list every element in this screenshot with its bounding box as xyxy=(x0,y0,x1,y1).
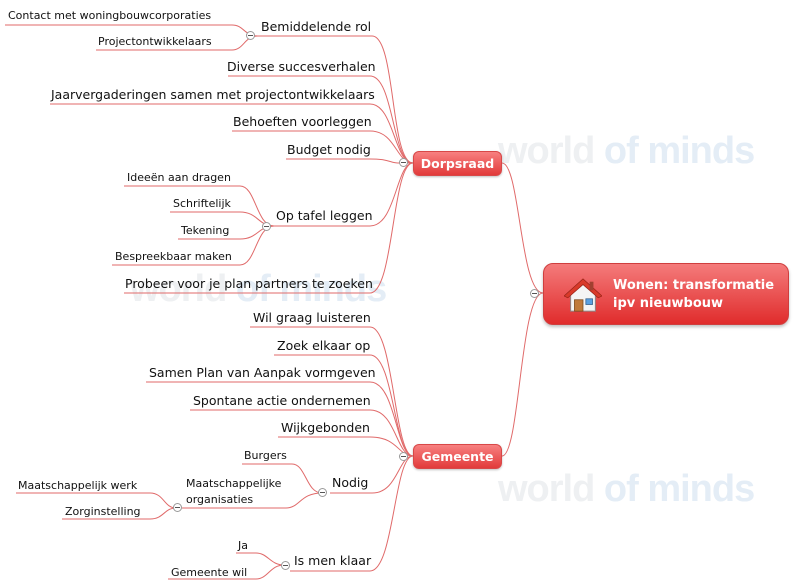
collapse-toggle[interactable] xyxy=(399,158,408,167)
subtopic[interactable]: Samen Plan van Aanpak vormgeven xyxy=(149,365,376,380)
subtopic[interactable]: Nodig xyxy=(332,475,369,490)
subtopic[interactable]: Wijkgebonden xyxy=(281,420,370,435)
subtopic[interactable]: Budget nodig xyxy=(287,142,371,157)
leaf-topic[interactable]: Schriftelijk xyxy=(173,197,231,210)
branch-gemeente[interactable]: Gemeente xyxy=(413,444,502,469)
subtopic[interactable]: Is men klaar xyxy=(294,553,372,568)
subtopic[interactable]: Zoek elkaar op xyxy=(277,338,371,353)
branch-label: Gemeente xyxy=(421,449,494,464)
collapse-toggle[interactable] xyxy=(173,503,182,512)
leaf-topic[interactable]: Gemeente wil xyxy=(171,566,248,579)
collapse-toggle[interactable] xyxy=(530,289,539,298)
branch-label: Dorpsraad xyxy=(420,156,495,171)
collapse-toggle[interactable] xyxy=(318,488,327,497)
watermark-text: world of minds xyxy=(498,468,755,510)
subtopic[interactable]: Behoeften voorleggen xyxy=(233,114,372,129)
leaf-topic[interactable]: Projectontwikkelaars xyxy=(98,35,212,48)
leaf-topic[interactable]: Burgers xyxy=(244,449,287,462)
watermark-text: world of minds xyxy=(130,268,387,310)
branch-dorpsraad[interactable]: Dorpsraad xyxy=(413,151,502,176)
subtopic[interactable]: Jaarvergaderingen samen met projectontwi… xyxy=(51,87,375,102)
leaf-topic[interactable]: Maatschappelijk werk xyxy=(18,479,138,492)
leaf-topic[interactable]: Zorginstelling xyxy=(65,505,141,518)
subtopic[interactable]: Op tafel leggen xyxy=(276,208,373,223)
leaf-topic[interactable]: Bespreekbaar maken xyxy=(115,250,232,263)
leaf-topic[interactable]: Tekening xyxy=(181,224,230,237)
house-icon xyxy=(563,276,603,314)
central-topic-title: Wonen: transformatie ipv nieuwbouw xyxy=(613,278,775,312)
subtopic[interactable]: Probeer voor je plan partners te zoeken xyxy=(125,276,373,291)
subtopic[interactable]: Spontane actie ondernemen xyxy=(193,393,371,408)
subtopic[interactable]: Diverse succesverhalen xyxy=(227,59,376,74)
subtopic[interactable]: Wil graag luisteren xyxy=(253,310,371,325)
leaf-topic[interactable]: Ideeën aan dragen xyxy=(127,171,231,184)
central-topic[interactable]: Wonen: transformatie ipv nieuwbouw xyxy=(543,263,789,325)
subtopic[interactable]: Bemiddelende rol xyxy=(261,19,372,34)
leaf-topic[interactable]: Ja xyxy=(238,539,248,552)
collapse-toggle[interactable] xyxy=(281,561,290,570)
collapse-toggle[interactable] xyxy=(246,31,255,40)
subtopic-multiline[interactable]: Maatschappelijke organisaties xyxy=(186,477,282,506)
watermark-text: world of minds xyxy=(498,130,755,172)
collapse-toggle[interactable] xyxy=(399,452,408,461)
leaf-topic[interactable]: Contact met woningbouwcorporaties xyxy=(8,9,212,22)
collapse-toggle[interactable] xyxy=(262,222,271,231)
